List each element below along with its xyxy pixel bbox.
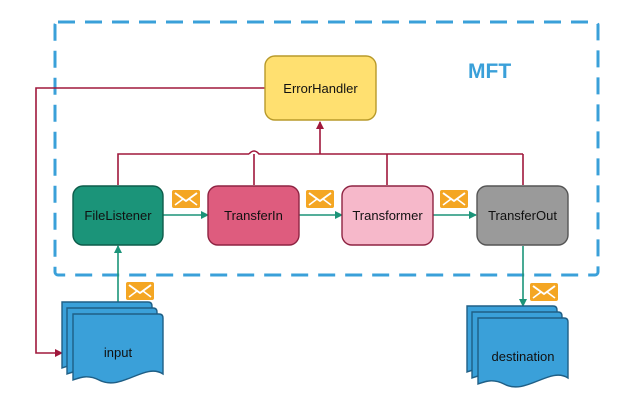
envelope-icon	[125, 281, 155, 301]
error-edge-bus	[248, 150, 523, 155]
envelope-icon	[529, 282, 559, 302]
error-handler-node[interactable]	[264, 55, 377, 121]
error-edge-file-listener	[117, 153, 249, 185]
file-listener-node[interactable]	[72, 185, 164, 246]
envelope-icon	[305, 189, 335, 209]
envelope-icon	[439, 189, 469, 209]
flow-edges	[114, 211, 527, 307]
envelope-icon	[171, 189, 201, 209]
transfer-out-node[interactable]	[476, 185, 569, 246]
transformer-node[interactable]	[341, 185, 434, 246]
error-edge-handler-to-input	[35, 87, 265, 357]
container-title: MFT	[468, 60, 512, 83]
destination-store[interactable]	[466, 305, 569, 388]
error-edges	[35, 87, 524, 357]
transfer-in-node[interactable]	[207, 185, 300, 246]
mft-container	[53, 20, 600, 277]
input-store[interactable]	[61, 301, 164, 384]
